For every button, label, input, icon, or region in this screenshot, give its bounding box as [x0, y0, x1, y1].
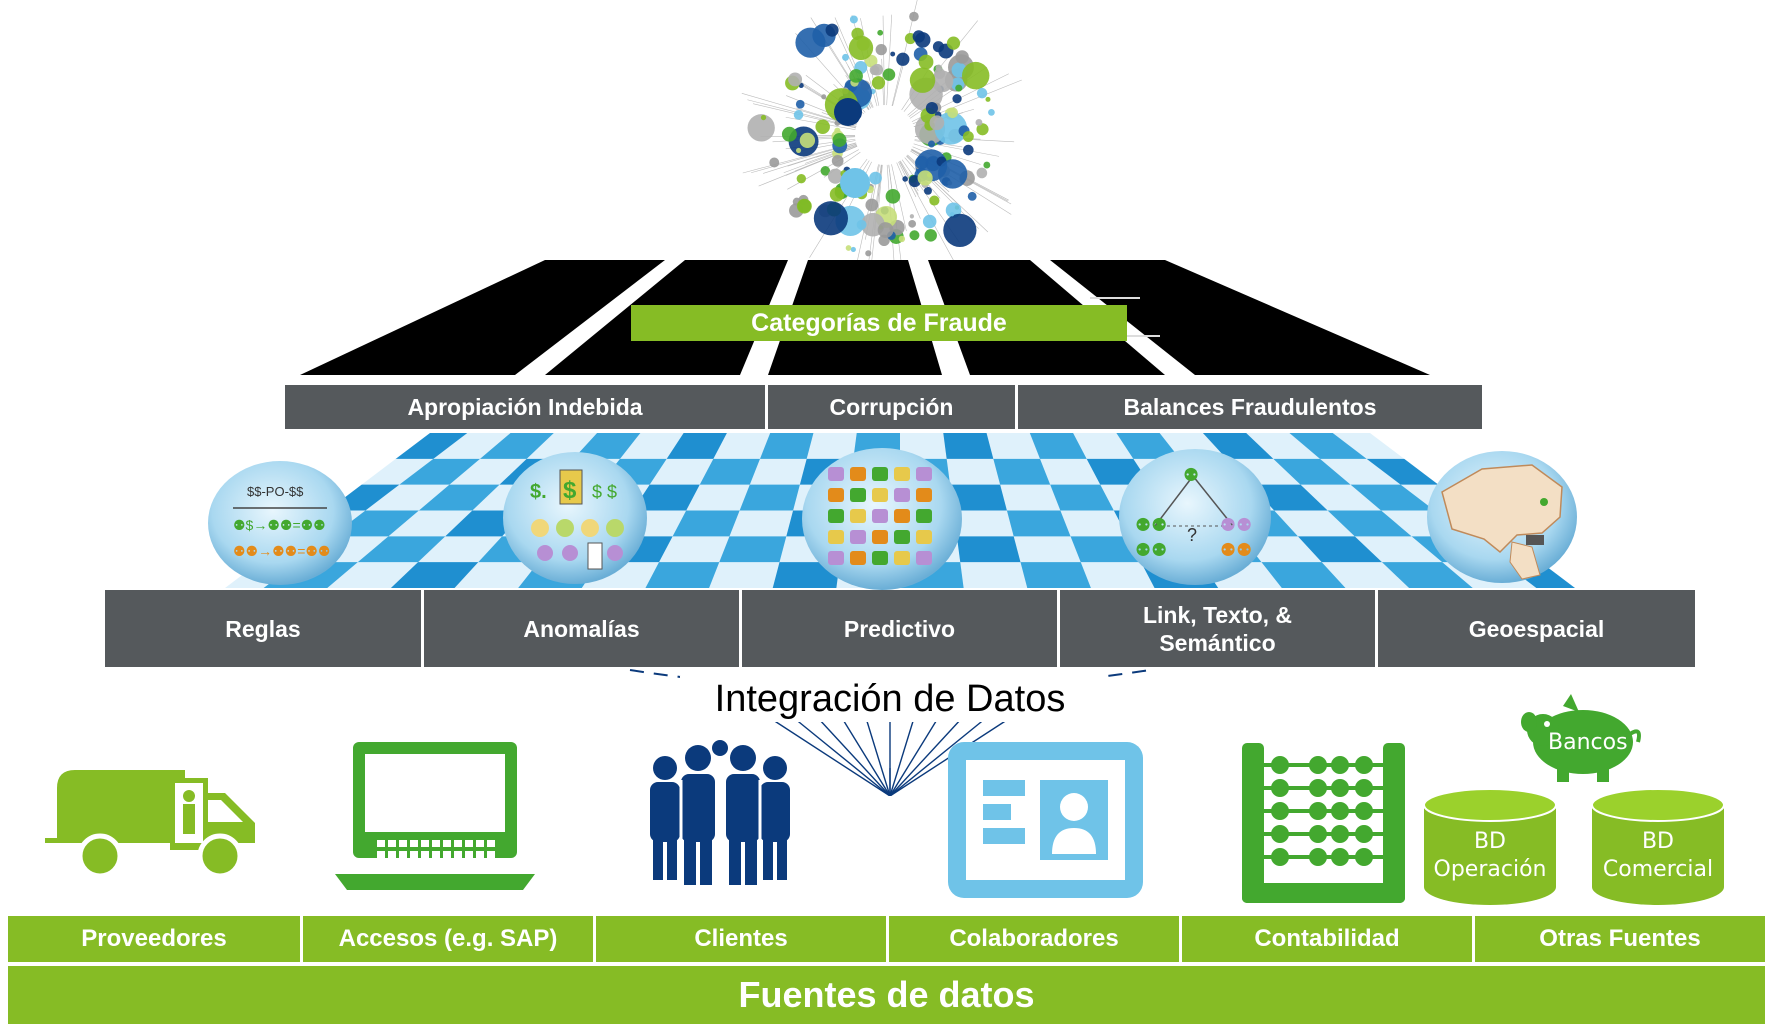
svg-text:⚉⚉: ⚉⚉ — [1220, 540, 1252, 560]
geospatial-orb-icon — [1427, 451, 1577, 583]
db-operacion-label: BD Operación — [1422, 828, 1558, 884]
svg-text:$ $: $ $ — [592, 482, 617, 502]
predictive-orb-icon — [802, 448, 962, 590]
data-sources-footer: Fuentes de datos — [8, 966, 1765, 1024]
db-operacion-line1: BD — [1473, 829, 1507, 854]
piggy-bank-icon — [1521, 694, 1641, 782]
method-link-texto-semantico: Link, Texto, & Semántico — [1057, 590, 1375, 667]
source-accesos: Accesos (e.g. SAP) — [300, 916, 593, 962]
method-geoespacial: Geoespacial — [1375, 590, 1695, 667]
laptop-icon — [335, 742, 535, 890]
integration-label: Integración de Datos — [680, 676, 1100, 722]
source-otras-fuentes: Otras Fuentes — [1472, 916, 1765, 962]
svg-text:⚉⚉→⚉⚉=⚉⚉: ⚉⚉→⚉⚉=⚉⚉ — [233, 543, 330, 559]
method-predictivo: Predictivo — [739, 590, 1057, 667]
anomalies-orb-icon: $. $ $ $ — [503, 452, 647, 584]
category-corrupcion: Corrupción — [765, 385, 1015, 429]
db-comercial-line2: Comercial — [1602, 857, 1714, 882]
category-balances-fraudulentos: Balances Fraudulentos — [1015, 385, 1482, 429]
svg-text:$$-PO-$$: $$-PO-$$ — [247, 484, 304, 499]
banks-label: Bancos — [1548, 730, 1628, 755]
method-reglas: Reglas — [105, 590, 421, 667]
svg-text:⚉⚉: ⚉⚉ — [1135, 540, 1167, 560]
svg-text:⚉⚉: ⚉⚉ — [1135, 515, 1167, 535]
svg-text:⚉: ⚉ — [1183, 465, 1199, 485]
db-comercial-line1: BD — [1641, 829, 1675, 854]
database-comercial-icon — [1591, 788, 1725, 905]
people-group-icon — [650, 740, 790, 885]
svg-text:⚉$→⚉⚉=⚉⚉: ⚉$→⚉⚉=⚉⚉ — [233, 517, 326, 533]
db-comercial-label: BD Comercial — [1590, 828, 1726, 884]
network-sphere-graphic — [741, 0, 1022, 270]
data-sources-bar: Proveedores Accesos (e.g. SAP) Clientes … — [8, 916, 1765, 962]
abacus-icon — [1242, 743, 1405, 903]
svg-text:?: ? — [1187, 525, 1197, 545]
analytics-methods-bar: Reglas Anomalías Predictivo Link, Texto,… — [105, 590, 1695, 667]
id-card-icon — [948, 742, 1143, 898]
svg-text:⚉⚉: ⚉⚉ — [1220, 515, 1252, 535]
source-contabilidad: Contabilidad — [1179, 916, 1472, 962]
fraud-categories-title: Categorías de Fraude — [631, 305, 1127, 341]
source-clientes: Clientes — [593, 916, 886, 962]
link-text-semantic-orb-icon: ⚉⚉ ⚉⚉ ⚉⚉ ⚉⚉ ⚉? — [1119, 449, 1271, 585]
fraud-categories-bar: Apropiación Indebida Corrupción Balances… — [285, 385, 1482, 429]
db-operacion-line2: Operación — [1433, 857, 1547, 882]
method-anomalias: Anomalías — [421, 590, 739, 667]
category-apropiacion-indebida: Apropiación Indebida — [285, 385, 765, 429]
source-colaboradores: Colaboradores — [886, 916, 1179, 962]
database-operacion-icon — [1423, 788, 1557, 905]
rules-orb-icon: $$-PO-$$ ⚉$→⚉⚉=⚉⚉ ⚉⚉→⚉⚉=⚉⚉ — [208, 461, 352, 585]
svg-text:$.: $. — [530, 481, 547, 503]
svg-text:$: $ — [563, 477, 577, 504]
source-proveedores: Proveedores — [8, 916, 300, 962]
truck-icon — [45, 770, 255, 878]
